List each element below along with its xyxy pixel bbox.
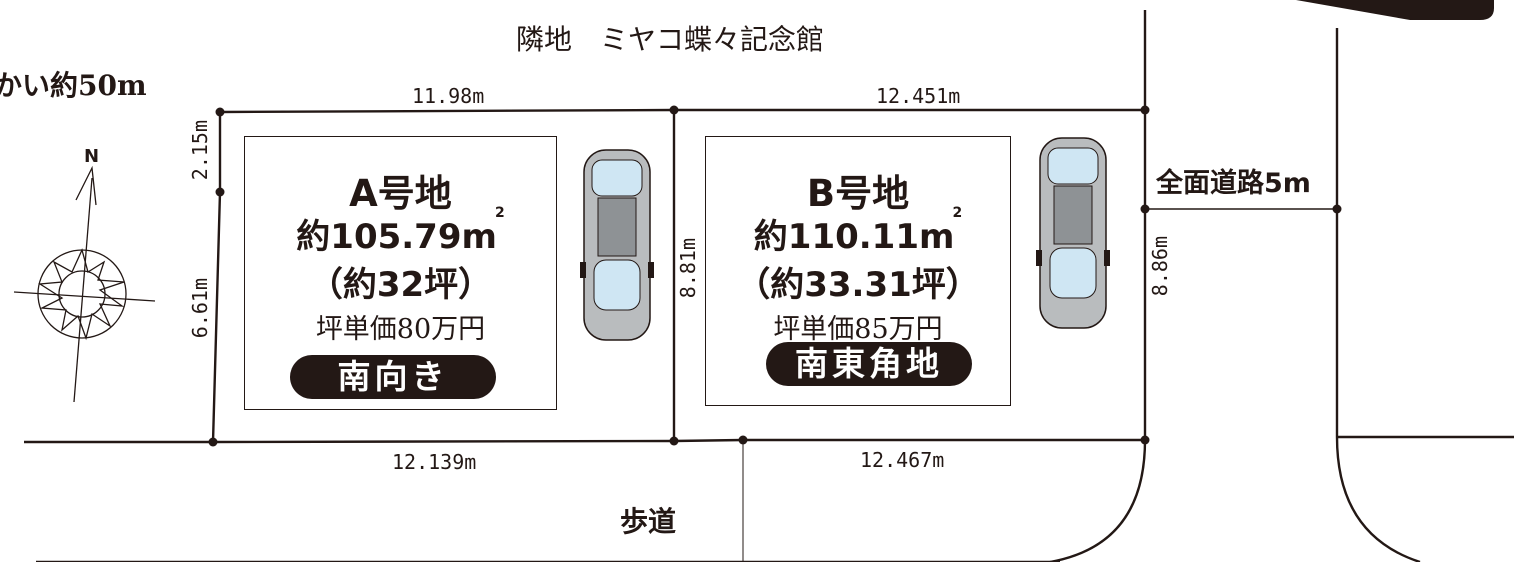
dimension-a-bottom: 12.139m bbox=[392, 450, 477, 474]
lot-b-area: 約110.11m2 bbox=[706, 205, 1010, 258]
dimension-a-top: 11.98m bbox=[412, 84, 485, 108]
lot-a-badge: 南向き bbox=[290, 355, 496, 399]
car-icon bbox=[1036, 137, 1110, 329]
compass-north-label: N bbox=[84, 146, 100, 167]
sidewalk-label: 歩道 bbox=[620, 505, 677, 538]
corner-curve bbox=[1049, 439, 1147, 562]
lot-b-area-value: 約110.11m bbox=[753, 217, 955, 257]
lot-a-tsubo: （約32坪） bbox=[308, 265, 493, 305]
lot-b-name: B号地 bbox=[806, 172, 910, 215]
dimension-middle: 8.81m bbox=[676, 238, 700, 299]
lot-b-area-sup: 2 bbox=[952, 205, 963, 221]
lot-b-tsubo: （約33.31坪） bbox=[736, 265, 980, 305]
neighbor-label: 隣地 ミヤコ蝶々記念館 bbox=[516, 23, 825, 56]
lot-a-price: 坪単価80万円 bbox=[315, 314, 486, 345]
opposite-corner-curve bbox=[1335, 436, 1421, 562]
distance-label: かい約50m bbox=[0, 69, 147, 102]
street-boundary-line bbox=[24, 438, 1145, 444]
lot-b-price: 坪単価85万円 bbox=[773, 314, 943, 345]
dimension-b-bottom: 12.467m bbox=[860, 448, 945, 472]
lot-a-left-boundary bbox=[211, 112, 222, 443]
lot-a-name: A号地 bbox=[349, 172, 452, 215]
lot-a-area-sup: 2 bbox=[494, 205, 505, 221]
top-right-tab bbox=[1296, 0, 1494, 20]
lot-top-boundary bbox=[219, 108, 1145, 114]
dimension-b-top: 12.451m bbox=[876, 84, 961, 108]
road-width-label: 全面道路5m bbox=[1156, 168, 1311, 199]
dimension-b-right: 8.86m bbox=[1148, 236, 1172, 297]
lot-a-area: 約105.79m2 bbox=[245, 205, 556, 258]
car-icon bbox=[580, 149, 654, 341]
dimension-a-left-upper: 2.15m bbox=[188, 120, 212, 181]
lot-b-badge: 南東角地 bbox=[766, 342, 972, 386]
compass-rose-icon bbox=[13, 165, 156, 403]
lot-a-area-value: 約105.79m bbox=[296, 217, 497, 257]
dimension-a-left-lower: 6.61m bbox=[188, 278, 212, 339]
